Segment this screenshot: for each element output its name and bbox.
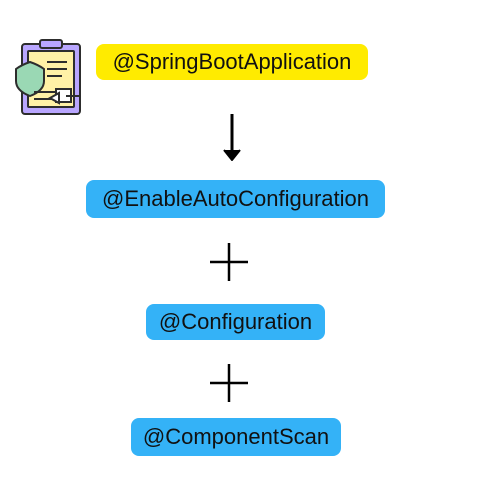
arrow-down-icon xyxy=(223,114,241,161)
component-scan-annotation: @ComponentScan xyxy=(131,418,341,456)
enable-auto-configuration-annotation: @EnableAutoConfiguration xyxy=(86,180,385,218)
configuration-annotation: @Configuration xyxy=(146,304,325,340)
plus-icon xyxy=(210,364,248,402)
spring-boot-application-annotation: @SpringBootApplication xyxy=(96,44,368,80)
clipboard-shield-icon xyxy=(15,39,81,115)
plus-icon xyxy=(210,243,248,281)
